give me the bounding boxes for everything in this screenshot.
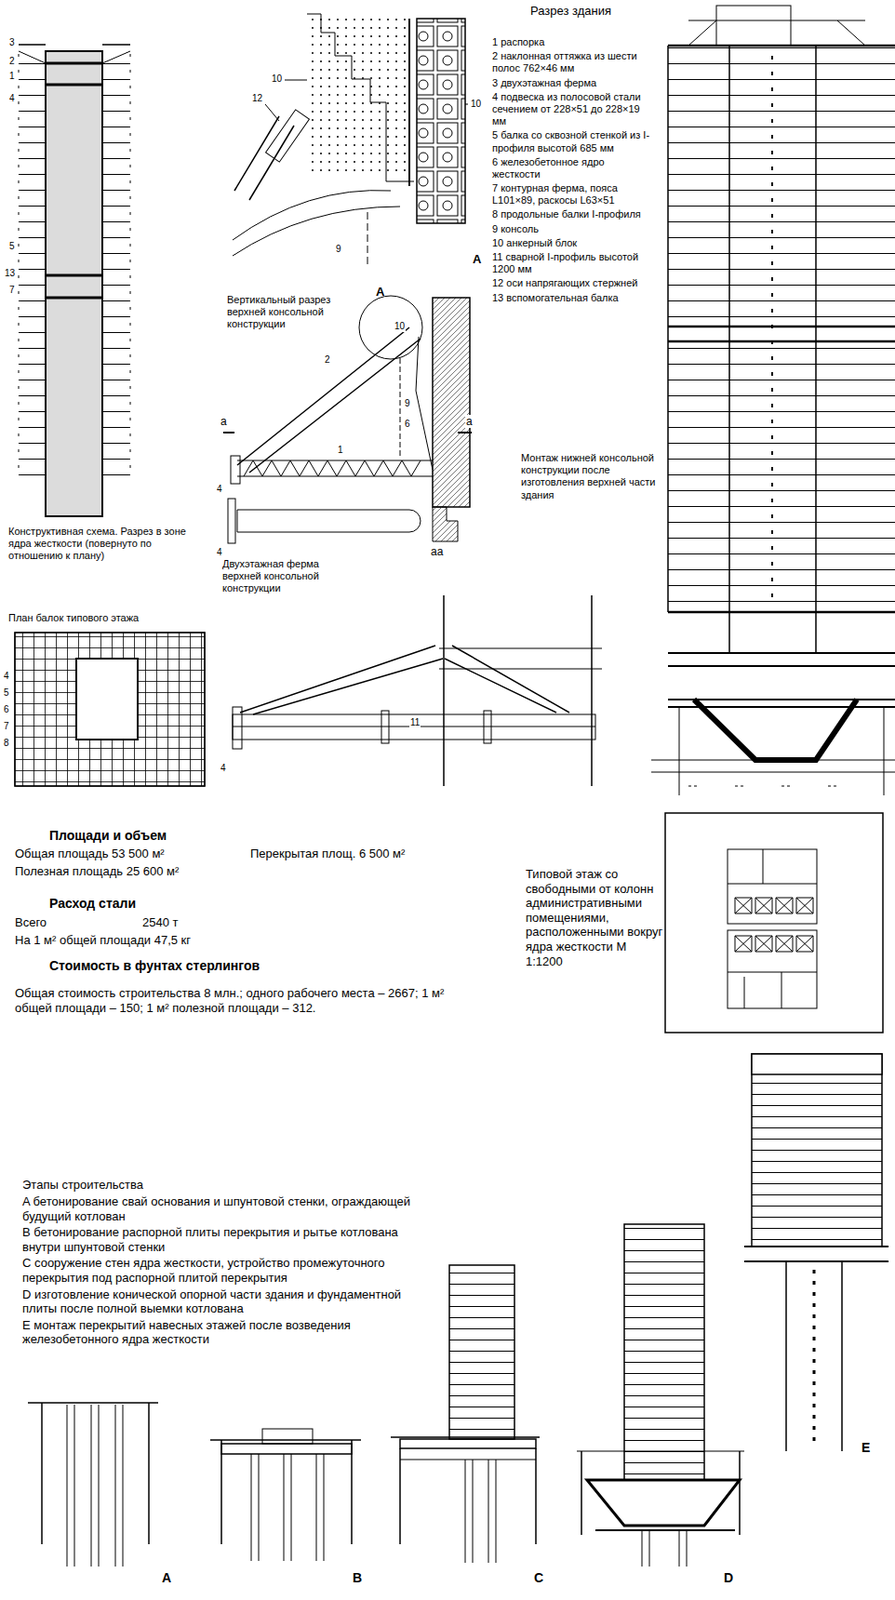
callout-number: 7 [2,721,11,733]
callout-number: 4 [219,762,228,775]
callout-number: 1 [8,70,16,82]
callout-number: 4 [8,93,16,105]
text-label: 2540 т [142,915,179,931]
callout-number: 6 [403,418,412,430]
section-heading: A [375,284,385,300]
callout-number: 12 [251,93,264,105]
callout-number: 4 [215,483,224,495]
stage-letter: C [533,1570,545,1587]
stage-letter: E [860,1440,871,1457]
callout-number: 2 [8,55,16,67]
legend-item: 4 подвеска из полосовой стали сечением о… [492,91,651,129]
callout-number: 1 [336,444,345,456]
legend-item: 2 наклонная оттяжка из шести полос 762×4… [492,50,651,75]
callout-number: a [219,414,228,428]
callout-number: 3 [8,37,16,49]
stage-description: E монтаж перекрытий навесных этажей посл… [22,1318,432,1348]
section-heading: Разрез здания [530,3,612,19]
callout-number: 5 [8,240,16,253]
section-heading: A [472,252,481,268]
callout-number: 13 [3,267,16,280]
legend-item: 6 железобетонное ядро жесткости [492,156,651,181]
text-label: Полезная площадь 25 600 м² [14,864,179,880]
callout-number: 8 [2,737,11,749]
legend-item: 13 вспомогательная балка [492,292,651,305]
callout-number: a [465,414,474,428]
callout-number: 11 [409,717,421,729]
stage-letter: D [722,1570,735,1587]
text-label: Двухэтажная ферма верхней консольной кон… [222,558,339,596]
callout-number: 4 [215,547,224,559]
legend-item: 7 контурная ферма, пояса L101×89, раскос… [492,182,651,207]
section-heading: Стоимость в фунтах стерлингов [49,958,260,975]
legend-item: 5 балка со сквозной стенкой из I-профиля… [492,129,651,154]
legend-item: 10 анкерный блок [492,237,651,250]
callout-number: 6 [2,704,11,716]
legend-item: 3 двухэтажная ферма [492,77,651,90]
callout-number: 9 [403,398,412,410]
text-label: На 1 м² общей площади 47,5 кг [14,933,191,949]
text-label: Общая стоимость строительства 8 млн.; од… [14,986,471,1016]
stage-description: B бетонирование распорной плиты перекрыт… [22,1225,432,1255]
legend-item: 9 консоль [492,223,651,236]
callout-number: 10 [270,73,283,85]
stage-description: A бетонирование свай основания и шпунтов… [22,1194,432,1224]
text-label: Перекрытая площ. 6 500 м² [250,846,405,862]
callout-number: 4 [2,670,11,682]
section-heading: Этапы строительства [22,1177,144,1193]
text-label: Монтаж нижней консольной конструкции пос… [520,452,666,502]
callout-number: 2 [323,354,332,366]
text-label: Вертикальный разрез верхней консольной к… [227,293,348,332]
stage-letter: B [351,1570,363,1587]
stage-description: D изготовление конической опорной части … [22,1287,432,1317]
text-label: Всего [14,915,47,931]
stage-description: C сооружение стен ядра жесткости, устрой… [22,1255,432,1285]
stage-letter: A [160,1570,173,1587]
text-label: План балок типового этажа [8,612,139,625]
callout-number: 10 [469,98,482,110]
section-heading: Площади и объем [49,828,167,844]
text-label: Конструктивная схема. Разрез в зоне ядра… [8,525,209,563]
section-heading: Расход стали [49,895,136,912]
callout-number: 7 [8,284,16,296]
callout-number: 5 [2,687,11,699]
callout-number: 9 [334,243,343,255]
legend-item: 8 продольные балки I-профиля [492,208,651,221]
legend-item: 1 распорка [492,36,651,49]
legend-item: 12 оси напрягающих стержней [492,277,651,290]
callout-number: 10 [393,320,406,333]
callout-number: aa [429,545,444,559]
legend-item: 11 сварной I-профиль высотой 1200 мм [492,251,651,276]
text-label: Типовой этаж со свободными от колонн адм… [525,867,664,969]
text-label: Общая площадь 53 500 м² [14,846,165,862]
